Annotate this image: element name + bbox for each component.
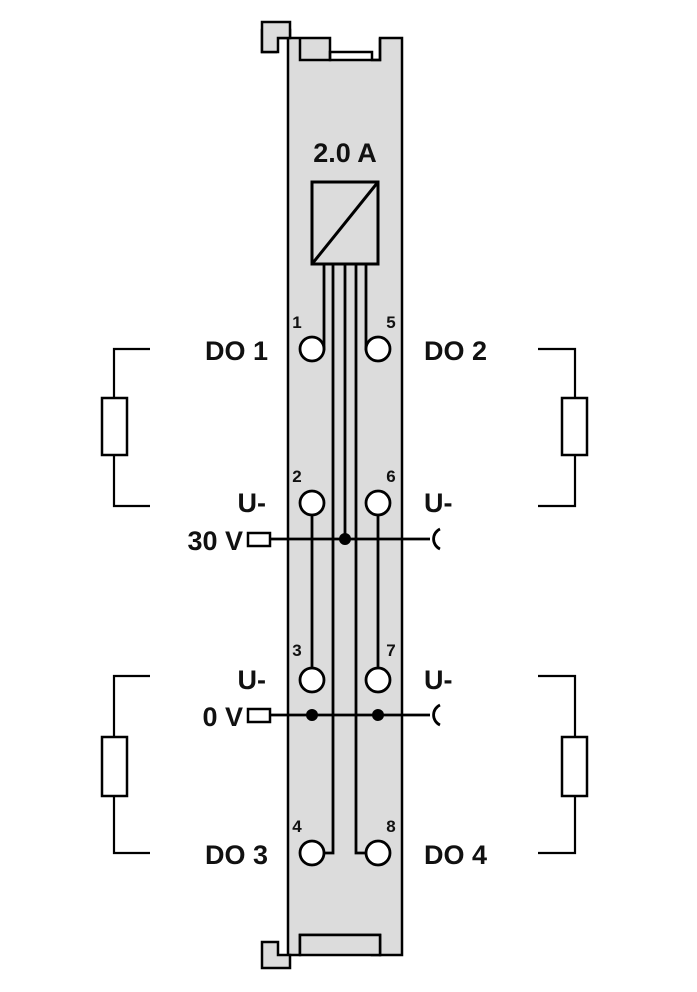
label-u-left-bottom: U- xyxy=(238,665,267,695)
label-0v: 0 V xyxy=(202,702,243,732)
converter-diagonal xyxy=(310,181,380,265)
0v-bus-junction-left xyxy=(306,709,318,721)
0v-supply-contact xyxy=(246,707,272,724)
30v-supply-contact xyxy=(246,531,272,548)
terminal-number-1: 1 xyxy=(292,313,301,332)
label-do1: DO 1 xyxy=(205,336,268,366)
0v-bus-right-contact xyxy=(432,703,441,727)
terminal-number-6: 6 xyxy=(386,467,395,486)
label-u-right-bottom: U- xyxy=(424,665,453,695)
bottom-rail-tab xyxy=(298,933,382,957)
terminal-number-2: 2 xyxy=(292,467,301,486)
top-rail-clip xyxy=(260,20,292,54)
terminal-6 xyxy=(364,489,392,517)
label-do2: DO 2 xyxy=(424,336,487,366)
terminal-number-8: 8 xyxy=(386,817,395,836)
load-resistor-do2 xyxy=(560,396,589,457)
load-do4 xyxy=(538,674,589,855)
load-resistor-do1 xyxy=(100,396,129,457)
load-do3 xyxy=(100,674,150,855)
terminal-5 xyxy=(364,335,392,363)
label-do3: DO 3 xyxy=(205,840,268,870)
terminal-number-3: 3 xyxy=(292,641,301,660)
label-u-left-top: U- xyxy=(238,488,267,518)
load-resistor-do3 xyxy=(100,735,129,798)
30v-bus-junction xyxy=(339,533,351,545)
terminal-2 xyxy=(298,489,326,517)
load-resistor-do4 xyxy=(560,735,589,798)
bottom-rail-clip xyxy=(260,940,292,970)
current-rating-label: 2.0 A xyxy=(313,138,377,168)
label-do4: DO 4 xyxy=(424,840,487,870)
label-30v: 30 V xyxy=(187,526,243,556)
terminal-7 xyxy=(364,666,392,694)
terminal-1 xyxy=(298,335,326,363)
top-latch xyxy=(298,38,382,62)
terminal-4 xyxy=(298,839,326,867)
30v-bus-right-contact xyxy=(432,527,441,551)
load-do1 xyxy=(100,347,150,508)
terminal-number-5: 5 xyxy=(386,313,395,332)
terminal-number-4: 4 xyxy=(292,817,302,836)
0v-bus-junction-right xyxy=(372,709,384,721)
terminal-8 xyxy=(364,839,392,867)
terminal-3 xyxy=(298,666,326,694)
load-do2 xyxy=(538,347,589,508)
terminal-number-7: 7 xyxy=(386,641,395,660)
label-u-right-top: U- xyxy=(424,488,453,518)
